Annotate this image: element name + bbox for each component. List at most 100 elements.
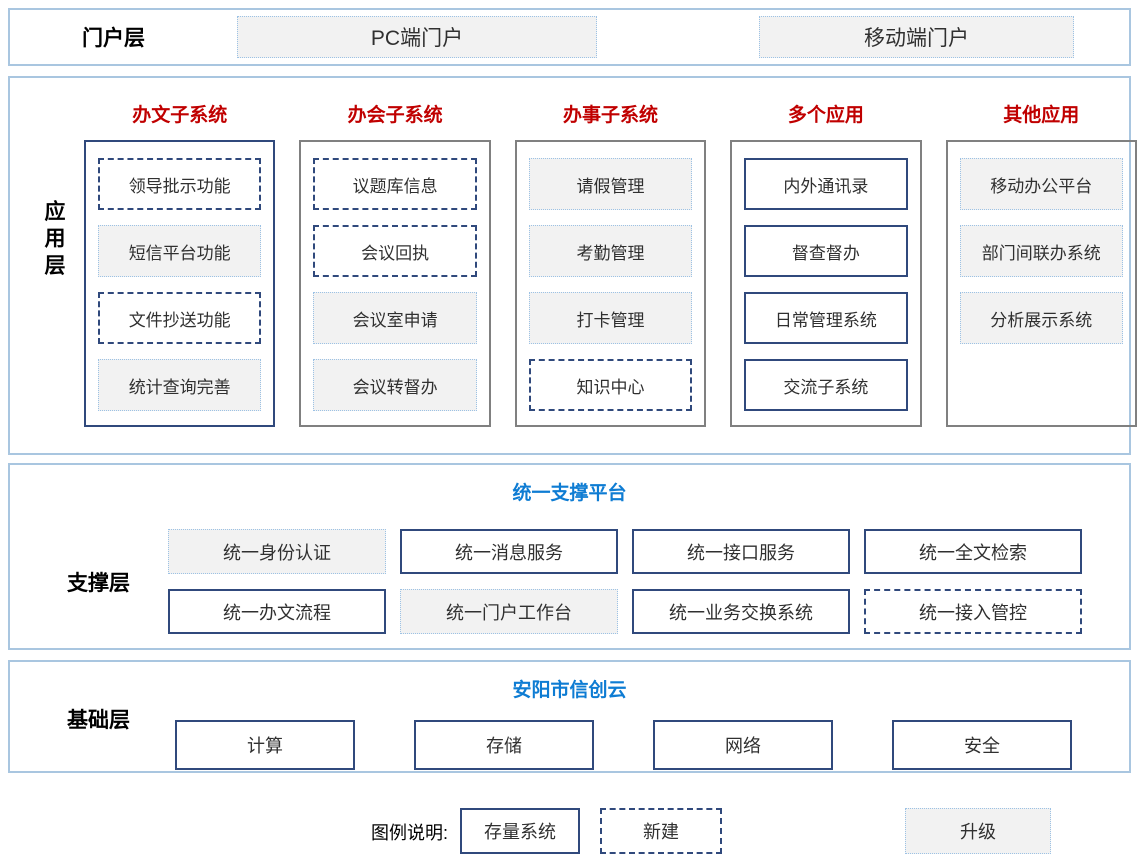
app-item-label: 考勤管理 bbox=[576, 243, 645, 263]
base-row: 计算 存储 网络 安全 bbox=[175, 720, 1072, 770]
base-item-network: 网络 bbox=[653, 720, 833, 770]
support-item-label: 统一全文检索 bbox=[919, 542, 1027, 563]
support-item-label: 统一业务交换系统 bbox=[669, 602, 813, 623]
app-item: 考勤管理 bbox=[528, 225, 693, 277]
support-item-label: 统一接口服务 bbox=[687, 542, 795, 563]
app-item: 会议转督办 bbox=[313, 359, 477, 411]
portal-layer-label: 门户层 bbox=[82, 27, 145, 50]
portal-item-pc-label: PC端门户 bbox=[370, 27, 464, 50]
app-column-frame: 领导批示功能 短信平台功能 文件抄送功能 统计查询完善 bbox=[84, 140, 276, 427]
app-item: 知识中心 bbox=[528, 359, 693, 411]
portal-item-mobile-label: 移动端门户 bbox=[864, 27, 969, 50]
support-item: 统一接入管控 bbox=[864, 589, 1082, 634]
app-column-header: 多个应用 bbox=[787, 105, 864, 126]
base-item-security: 安全 bbox=[892, 720, 1072, 770]
support-item-label: 统一身份认证 bbox=[223, 542, 331, 563]
app-item: 打卡管理 bbox=[528, 292, 693, 344]
application-columns: 办文子系统 领导批示功能 短信平台功能 文件抄送功能 统计查询完善 办会子系统 … bbox=[84, 100, 1137, 427]
base-item-label: 网络 bbox=[725, 736, 761, 756]
legend-item-label: 存量系统 bbox=[484, 822, 556, 842]
legend-item-existing-system: 存量系统 bbox=[460, 808, 580, 854]
app-item-label: 议题库信息 bbox=[352, 176, 438, 196]
app-item: 分析展示系统 bbox=[959, 292, 1123, 344]
legend-item-upgrade: 升级 bbox=[905, 808, 1051, 854]
app-column-frame: 移动办公平台 部门间联办系统 分析展示系统 bbox=[945, 140, 1137, 427]
base-item-label: 计算 bbox=[247, 736, 283, 756]
app-column-header: 其他应用 bbox=[1003, 105, 1080, 126]
app-column-header: 办会子系统 bbox=[347, 105, 443, 126]
support-item: 统一门户工作台 bbox=[400, 589, 618, 634]
legend-row: 图例说明: 存量系统 新建 升级 bbox=[8, 805, 1131, 858]
app-column-document: 办文子系统 领导批示功能 短信平台功能 文件抄送功能 统计查询完善 bbox=[84, 100, 276, 427]
support-item-label: 统一办文流程 bbox=[223, 602, 331, 623]
application-layer-section: 应用层 办文子系统 领导批示功能 短信平台功能 文件抄送功能 统计查询完善 办会… bbox=[8, 76, 1137, 455]
base-item-storage: 存储 bbox=[414, 720, 594, 770]
app-item-label: 交流子系统 bbox=[783, 377, 869, 397]
support-layer-section: 支撑层 统一支撑平台 统一身份认证 统一消息服务 统一接口服务 统一全文检索 统… bbox=[8, 463, 1131, 650]
base-item-label: 存储 bbox=[486, 736, 522, 756]
portal-layer-section: 门户层 PC端门户 移动端门户 bbox=[8, 8, 1131, 66]
support-item: 统一业务交换系统 bbox=[632, 589, 850, 634]
app-item: 会议室申请 bbox=[313, 292, 477, 344]
support-item-label: 统一接入管控 bbox=[919, 602, 1027, 623]
support-item: 统一身份认证 bbox=[168, 529, 386, 574]
app-item-label: 统计查询完善 bbox=[128, 377, 231, 397]
app-column-other-apps: 其他应用 移动办公平台 部门间联办系统 分析展示系统 bbox=[945, 100, 1137, 427]
app-column-multi-apps: 多个应用 内外通讯录 督查督办 日常管理系统 交流子系统 bbox=[730, 100, 922, 427]
support-grid: 统一身份认证 统一消息服务 统一接口服务 统一全文检索 统一办文流程 统一门户工… bbox=[168, 529, 1082, 634]
base-cloud-title: 安阳市信创云 bbox=[512, 680, 627, 701]
app-item: 督查督办 bbox=[744, 225, 908, 277]
app-column-affairs: 办事子系统 请假管理 考勤管理 打卡管理 知识中心 bbox=[514, 100, 707, 427]
support-platform-title: 统一支撑平台 bbox=[512, 483, 627, 504]
app-item: 请假管理 bbox=[528, 158, 693, 210]
app-item: 部门间联办系统 bbox=[959, 225, 1123, 277]
app-item: 统计查询完善 bbox=[98, 359, 262, 411]
app-item: 内外通讯录 bbox=[744, 158, 908, 210]
app-column-frame: 议题库信息 会议回执 会议室申请 会议转督办 bbox=[299, 140, 491, 427]
legend-item-label: 升级 bbox=[960, 822, 996, 842]
legend-item-new-build: 新建 bbox=[600, 808, 722, 854]
app-item-label: 请假管理 bbox=[576, 176, 645, 196]
base-item-compute: 计算 bbox=[175, 720, 355, 770]
support-item: 统一办文流程 bbox=[168, 589, 386, 634]
support-item: 统一消息服务 bbox=[400, 529, 618, 574]
app-item-label: 打卡管理 bbox=[576, 310, 645, 330]
app-column-meeting: 办会子系统 议题库信息 会议回执 会议室申请 会议转督办 bbox=[299, 100, 491, 427]
app-item: 会议回执 bbox=[313, 225, 477, 277]
support-item-label: 统一门户工作台 bbox=[446, 602, 572, 623]
portal-item-mobile: 移动端门户 bbox=[759, 16, 1074, 58]
app-item: 议题库信息 bbox=[313, 158, 477, 210]
app-column-header: 办文子系统 bbox=[132, 105, 228, 126]
app-item: 交流子系统 bbox=[744, 359, 908, 411]
app-column-header: 办事子系统 bbox=[562, 105, 658, 126]
app-item-label: 文件抄送功能 bbox=[128, 310, 231, 330]
app-item: 文件抄送功能 bbox=[98, 292, 262, 344]
app-item-label: 内外通讯录 bbox=[783, 176, 869, 196]
app-item-label: 移动办公平台 bbox=[990, 176, 1093, 196]
app-item-label: 领导批示功能 bbox=[128, 176, 231, 196]
support-item: 统一接口服务 bbox=[632, 529, 850, 574]
app-item: 领导批示功能 bbox=[98, 158, 262, 210]
app-item-label: 会议转督办 bbox=[352, 377, 438, 397]
application-layer-label: 应用层 bbox=[42, 200, 65, 281]
support-layer-label: 支撑层 bbox=[67, 572, 130, 595]
app-item-label: 日常管理系统 bbox=[774, 310, 877, 330]
app-item-label: 知识中心 bbox=[576, 377, 645, 397]
base-layer-section: 基础层 安阳市信创云 计算 存储 网络 安全 bbox=[8, 660, 1131, 773]
legend-item-label: 新建 bbox=[643, 822, 679, 842]
app-item: 日常管理系统 bbox=[744, 292, 908, 344]
app-item-label: 短信平台功能 bbox=[128, 243, 231, 263]
app-column-frame: 内外通讯录 督查督办 日常管理系统 交流子系统 bbox=[730, 140, 922, 427]
legend-label: 图例说明: bbox=[371, 822, 449, 843]
base-item-label: 安全 bbox=[964, 736, 1000, 756]
app-item-label: 会议回执 bbox=[361, 243, 430, 263]
app-item-label: 部门间联办系统 bbox=[981, 243, 1101, 263]
base-layer-label: 基础层 bbox=[67, 709, 130, 732]
app-column-frame: 请假管理 考勤管理 打卡管理 知识中心 bbox=[514, 140, 707, 427]
portal-item-pc: PC端门户 bbox=[237, 16, 597, 58]
app-item: 移动办公平台 bbox=[959, 158, 1123, 210]
support-item-label: 统一消息服务 bbox=[455, 542, 563, 563]
app-item-label: 分析展示系统 bbox=[990, 310, 1093, 330]
app-item-label: 督查督办 bbox=[791, 243, 860, 263]
app-item: 短信平台功能 bbox=[98, 225, 262, 277]
